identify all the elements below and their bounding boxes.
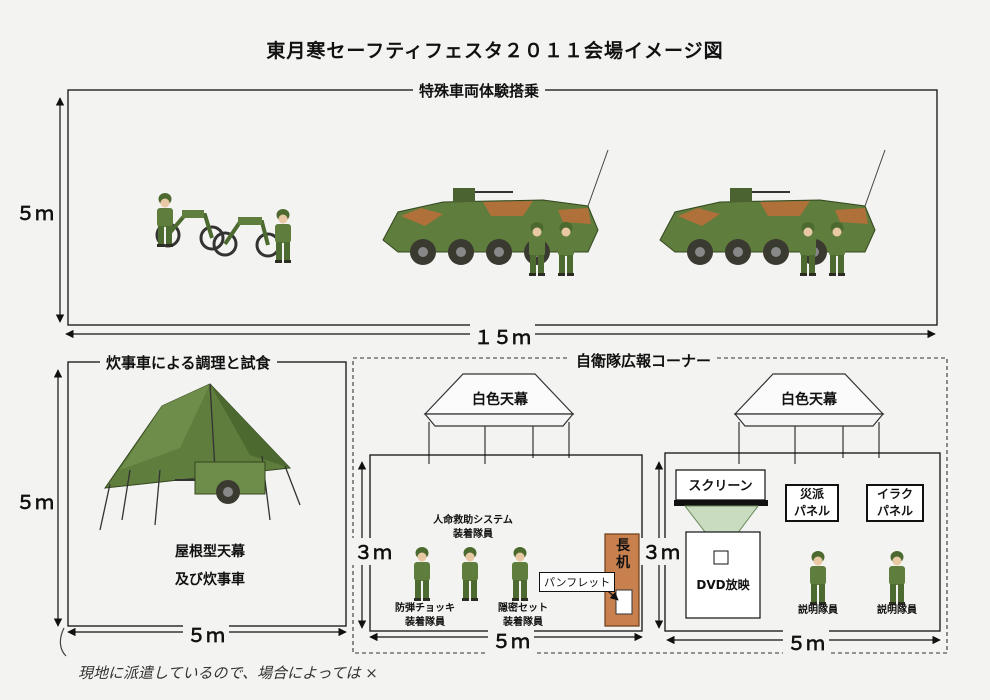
stealth-caption-line1: 隠密セット	[498, 603, 548, 614]
vehicle-area-height-label: ５ｍ	[16, 203, 55, 225]
soldier-icon	[512, 547, 528, 601]
disaster-panel-line2: パネル	[793, 504, 830, 518]
right-booth-width-label: ５ｍ	[783, 629, 830, 656]
disaster-panel-line1: 災派	[799, 487, 824, 501]
vest-caption-line1: 防弾チョッキ	[395, 603, 455, 614]
soldier-icon	[800, 222, 816, 276]
vest-caption-line2: 装着隊員	[405, 617, 445, 628]
kitchen-caption-line1: 屋根型天幕	[175, 544, 245, 560]
soldier-icon	[157, 193, 173, 247]
soldier-icon	[529, 222, 545, 276]
field-kitchen-icon	[175, 461, 266, 504]
left-booth-height-label: ３ｍ	[352, 538, 395, 565]
armored-vehicle-icon	[659, 149, 886, 266]
dvd-box	[685, 531, 761, 619]
soldier-icon	[275, 209, 291, 263]
handwritten-note: 現地に派遣しているので、場合によっては ×	[78, 664, 378, 682]
screen-label: スクリーン	[688, 479, 753, 494]
vehicle-area-label: 特殊車両体験搭乗	[413, 80, 546, 101]
rescue-caption-line1: 人命救助システム	[433, 515, 513, 526]
kitchen-caption-line2: 及び炊事車	[175, 572, 245, 588]
soldier-icon	[810, 551, 826, 605]
motorcycle-icon	[155, 210, 281, 258]
kitchen-area-label: 炊事車による調理と試食	[100, 352, 277, 373]
soldier-icon	[462, 547, 478, 601]
iraq-panel-line1: イラク	[876, 487, 913, 501]
pr-corner-label: 自衛隊広報コーナー	[570, 350, 718, 371]
explainer-caption-2: 説明隊員	[877, 605, 917, 616]
disaster-panel: 災派 パネル	[785, 484, 839, 522]
left-tent-label: 白色天幕	[472, 392, 528, 408]
left-booth-width-label: ５ｍ	[488, 627, 535, 654]
pamphlet-label: パンフレット	[539, 572, 616, 592]
kitchen-width-label: ５ｍ	[183, 621, 230, 648]
dvd-label: DVD放映	[696, 578, 750, 592]
screen-bar	[674, 500, 768, 506]
rescue-caption-line2: 装着隊員	[453, 529, 493, 540]
soldier-icon	[414, 547, 430, 601]
explainer-caption-1: 説明隊員	[798, 605, 838, 616]
tent-icon	[424, 373, 574, 465]
vehicle-area-width-label: １５ｍ	[470, 323, 536, 350]
iraq-panel: イラク パネル	[866, 484, 924, 522]
armored-vehicle-icon	[382, 149, 609, 266]
tent-icon	[734, 373, 884, 465]
tent-icon	[99, 383, 301, 531]
soldier-icon	[829, 222, 845, 276]
right-tent-label: 白色天幕	[781, 392, 837, 408]
soldier-icon	[889, 551, 905, 605]
projection-beam	[683, 505, 759, 555]
kitchen-height-label: ５ｍ	[16, 492, 55, 514]
page-title: 東月寒セーフティフェスタ２０１１会場イメージ図	[266, 40, 724, 62]
handwritten-arrow	[59, 627, 67, 657]
soldier-icon	[558, 222, 574, 276]
long-desk-label: 長机	[616, 538, 630, 571]
iraq-panel-line2: パネル	[876, 504, 913, 518]
stealth-caption-line2: 装着隊員	[503, 617, 543, 628]
right-booth-height-label: ３ｍ	[640, 538, 683, 565]
